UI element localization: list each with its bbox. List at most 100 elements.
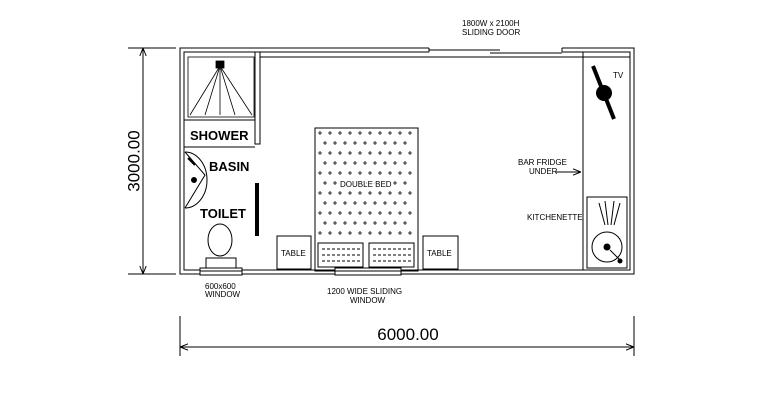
- bed-cross-mark: [373, 221, 377, 225]
- bathroom-partition: [184, 51, 630, 271]
- bed-cross-mark: [343, 221, 347, 225]
- bed-cross-mark: [383, 181, 387, 185]
- bed-cross-mark: [378, 191, 382, 195]
- basin-label: BASIN: [209, 159, 249, 174]
- bed-cross-mark: [353, 161, 357, 165]
- toilet-fixture: [205, 223, 237, 270]
- bed-cross-mark: [333, 161, 337, 165]
- bed-cross-mark: [388, 211, 392, 215]
- bed-cross-mark: [398, 231, 402, 235]
- bed-cross-mark: [398, 211, 402, 215]
- exterior-walls: [179, 47, 635, 275]
- bar-fridge-label: BAR FRIDGE: [518, 158, 567, 167]
- bed-cross-mark: [318, 211, 322, 215]
- table-left: [276, 235, 312, 270]
- sliding-window-label-1: 1200 WIDE SLIDING: [327, 287, 402, 296]
- bed-cross-mark: [338, 151, 342, 155]
- sliding-window-label-2: WINDOW: [350, 296, 386, 305]
- bed-cross-mark: [393, 161, 397, 165]
- bed-cross-mark: [333, 201, 337, 205]
- bed-cross-mark: [408, 231, 412, 235]
- bed-cross-mark: [353, 181, 357, 185]
- bed-cross-mark: [358, 131, 362, 135]
- bed-cross-mark: [358, 171, 362, 175]
- door-size-label: 1800W x 2100H: [462, 19, 520, 28]
- bed-cross-mark: [368, 151, 372, 155]
- bed-cross-mark: [338, 211, 342, 215]
- bed-cross-mark: [388, 131, 392, 135]
- bed-cross-mark: [358, 191, 362, 195]
- bed-cross-mark: [383, 161, 387, 165]
- bed-cross-mark: [338, 231, 342, 235]
- bed-cross-mark: [363, 161, 367, 165]
- bed-cross-mark: [393, 221, 397, 225]
- table-left-label: TABLE: [281, 249, 306, 258]
- sliding-window: [334, 267, 402, 276]
- bed-cross-mark: [398, 191, 402, 195]
- bathroom-sliding-door: [255, 183, 259, 236]
- width-dimension-label: 6000.00: [377, 325, 438, 344]
- bed-cross-mark: [348, 211, 352, 215]
- bed-cross-mark: [368, 211, 372, 215]
- bed-cross-mark: [338, 191, 342, 195]
- bed-cross-mark: [358, 151, 362, 155]
- bed-cross-mark: [328, 131, 332, 135]
- bed-cross-mark: [383, 201, 387, 205]
- dimension-lines: [128, 47, 635, 356]
- bed-cross-mark: [373, 201, 377, 205]
- bed-cross-mark: [333, 181, 337, 185]
- kitchenette-sink: [586, 196, 628, 269]
- shower-label: SHOWER: [190, 128, 249, 143]
- bed-cross-mark: [333, 221, 337, 225]
- bed-cross-mark: [318, 171, 322, 175]
- bed-cross-mark: [358, 231, 362, 235]
- bed-cross-mark: [383, 221, 387, 225]
- bed-cross-mark: [393, 181, 397, 185]
- bed-cross-mark: [408, 151, 412, 155]
- sliding-door: [428, 46, 563, 54]
- bed-cross-mark: [368, 191, 372, 195]
- bed-cross-mark: [343, 141, 347, 145]
- bed-cross-mark: [378, 211, 382, 215]
- bed-cross-mark: [378, 231, 382, 235]
- bed-cross-mark: [383, 141, 387, 145]
- bed-cross-mark: [338, 171, 342, 175]
- bed-cross-mark: [368, 131, 372, 135]
- bed-cross-mark: [348, 131, 352, 135]
- bed-cross-mark: [343, 161, 347, 165]
- bed-cross-mark: [338, 131, 342, 135]
- bed-cross-mark: [318, 131, 322, 135]
- small-window-label-1: 600x600: [205, 282, 236, 291]
- shower-fixture: [187, 56, 255, 118]
- bed-cross-mark: [363, 221, 367, 225]
- bed-cross-mark: [343, 181, 347, 185]
- bed-cross-mark: [323, 161, 327, 165]
- bed-cross-mark: [403, 181, 407, 185]
- bed-cross-mark: [378, 131, 382, 135]
- bed-cross-mark: [368, 171, 372, 175]
- bed-cross-mark: [398, 151, 402, 155]
- bed-cross-mark: [398, 171, 402, 175]
- tv-fixture: [591, 65, 616, 120]
- bed-cross-mark: [323, 201, 327, 205]
- bed-cross-mark: [348, 151, 352, 155]
- bed-cross-mark: [328, 151, 332, 155]
- bed-cross-mark: [393, 201, 397, 205]
- bed-cross-mark: [328, 211, 332, 215]
- bed-cross-mark: [388, 171, 392, 175]
- bed-cross-mark: [378, 171, 382, 175]
- bed-cross-mark: [373, 181, 377, 185]
- bed-cross-mark: [318, 191, 322, 195]
- bed-cross-mark: [323, 181, 327, 185]
- bed-cross-mark: [348, 231, 352, 235]
- bed-cross-mark: [328, 171, 332, 175]
- table-right: [422, 235, 459, 270]
- bed-cross-mark: [353, 221, 357, 225]
- bed-cross-mark: [403, 161, 407, 165]
- small-window-label-2: WINDOW: [205, 290, 241, 299]
- height-dimension-label: 3000.00: [124, 130, 143, 191]
- bed-label: DOUBLE BED: [340, 180, 392, 189]
- bed-cross-mark: [323, 141, 327, 145]
